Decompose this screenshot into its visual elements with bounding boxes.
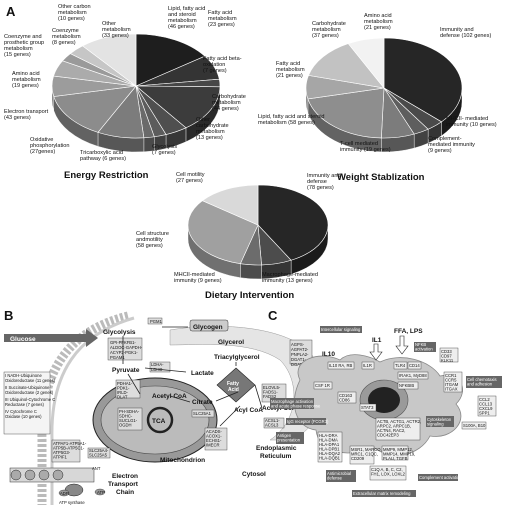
- ecm-label: Extracellular matrix remodeling: [353, 491, 411, 496]
- complement-label: Complement activation: [419, 475, 462, 480]
- adp-label: ADP: [60, 491, 69, 496]
- pathway-diagram: Glucose Glycolysis PGM1 Glycogen GPI-PFK…: [4, 316, 322, 505]
- il10-label: IL10: [322, 351, 335, 358]
- pyruvate-label: Pyruvate: [112, 367, 140, 374]
- stat3-label: STAT3: [361, 405, 374, 410]
- pie-weight-stabilization: [306, 38, 462, 152]
- il1-label: IL1: [372, 337, 382, 344]
- atp-label: ATP: [97, 490, 105, 495]
- triacylglycerol-label: Triacylglycerol: [214, 354, 260, 361]
- c1-label: C1Q A, B, C, C2,FH1, LOX, LOXL2: [371, 467, 406, 477]
- pie-dietary-intervention: [188, 185, 328, 279]
- ldha-label: LDHA-LDHD: [151, 362, 164, 372]
- complex-iii: [39, 470, 49, 480]
- mmp-label: MMP9, MMP12,MMP14, MMP19,PLAU, TGFB: [383, 447, 415, 461]
- pie-slice-side: [240, 264, 261, 279]
- ant-label: ANT: [92, 466, 101, 471]
- igf-label: IgG receptor (FCGR3): [287, 419, 329, 424]
- slice-label: Fatty acid beta-oxidation(7 genes): [203, 56, 242, 74]
- glycerol-label: Glycerol: [218, 339, 244, 346]
- slice-label: Complement-mediated immunity(9 genes): [428, 136, 475, 154]
- chart-title: Weight Stablization: [337, 172, 425, 183]
- complex-ii: [25, 470, 35, 480]
- nfkbb-label: NFKBIB: [399, 383, 414, 388]
- il10ra-label: IL10 RA, RB: [329, 363, 352, 368]
- panel-b-label: B: [4, 308, 13, 323]
- glycogen-label: Glycogen: [193, 324, 223, 331]
- s100-label: S100A, B10: [463, 423, 486, 428]
- tca-label: TCA: [152, 418, 166, 425]
- ffa-label: FFA, LPS: [394, 328, 423, 335]
- irak1-label: IRAK1, MyD88: [399, 373, 427, 378]
- slice-label: Electron transport(43 genes): [4, 109, 49, 121]
- arrow: [220, 406, 240, 426]
- complex-i: [11, 470, 21, 480]
- glycolysis-label: Glycolysis: [103, 329, 136, 336]
- mitochondrion-label: Mitochondrion: [160, 457, 205, 464]
- cytosol-label: Cytosol: [242, 471, 266, 478]
- tlr4-label: TLR4: [395, 363, 406, 368]
- csf1r-label: CSF 1R: [315, 383, 330, 388]
- lactate-label: Lactate: [191, 370, 214, 377]
- pie-energy-restriction: [52, 34, 220, 152]
- complex-iv: [53, 470, 63, 480]
- slice-label: Glycolysis(7 genes): [152, 144, 177, 156]
- intercell-label: Intercellular signaling: [321, 327, 361, 332]
- chart-title: Energy Restriction: [64, 170, 149, 181]
- cd14-label: CD14: [409, 363, 420, 368]
- etc-complexes: ATP synthase ADP ATP ANT: [10, 466, 105, 505]
- acsl-label: ACSL1-ACSL3: [265, 418, 280, 428]
- il1r-label: IL1R: [363, 363, 372, 368]
- glucose-label: Glucose: [10, 336, 36, 343]
- atp-synthase-label: ATP synthase: [59, 500, 85, 505]
- ffa-arrow: [396, 336, 408, 354]
- panel-c-label: C: [268, 308, 278, 323]
- pgm1-label: PGM1: [150, 319, 163, 324]
- slice-label: Cell motility(27 genes): [176, 172, 205, 184]
- slc25a-label: SLC25A4-SLC25A5: [89, 448, 109, 458]
- acetyl-coa-mito-label: Acetyl CoA: [152, 393, 187, 400]
- slc25a1-label: SLC25A1: [193, 411, 212, 416]
- panel-a-label: A: [6, 4, 16, 19]
- citrate-label: Citrate: [192, 399, 213, 406]
- inner-membrane: [10, 468, 94, 482]
- arrow: [255, 385, 262, 408]
- chart-title: Dietary Intervention: [205, 290, 294, 301]
